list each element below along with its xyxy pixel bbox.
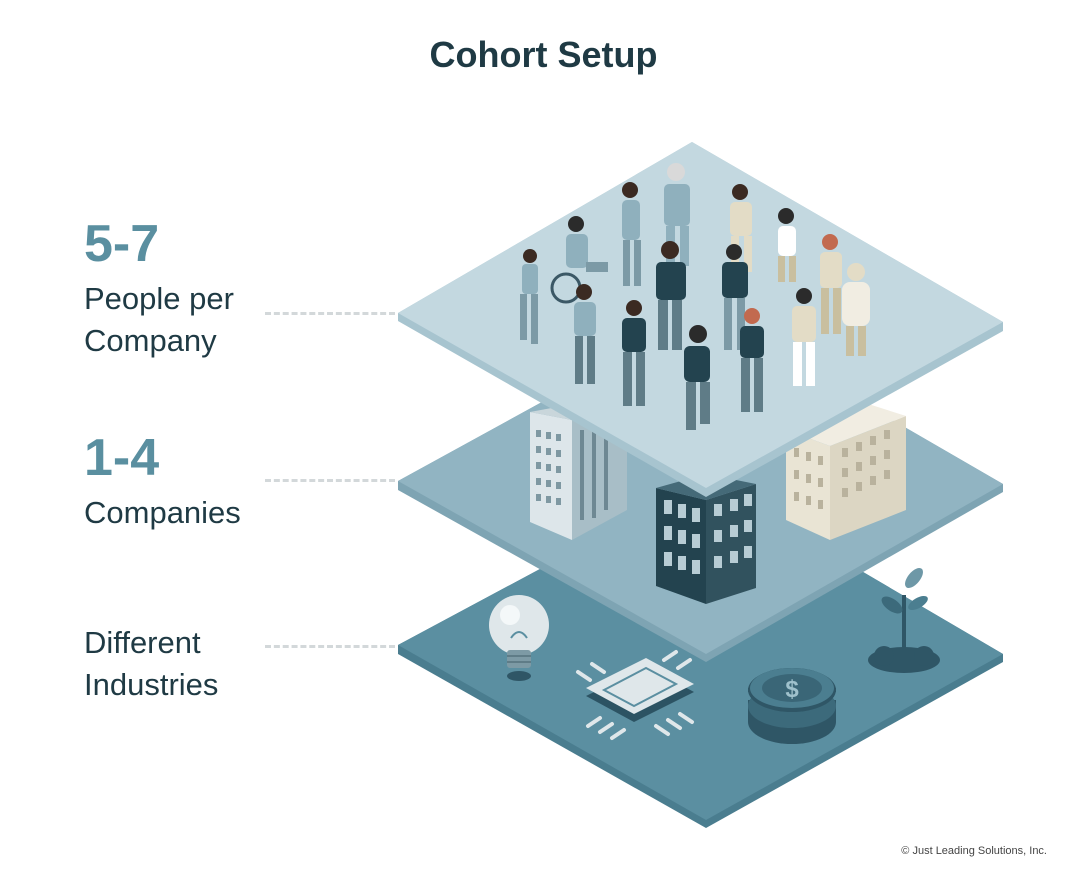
label-industries: Different Industries xyxy=(84,622,218,706)
connector-dash-middle xyxy=(265,479,395,482)
label-people-per-company: 5-7 People per Company xyxy=(84,218,234,362)
dollar-coin-stack-icon: $ xyxy=(748,668,836,744)
people-count-number: 5-7 xyxy=(84,215,160,273)
companies-count-number: 1-4 xyxy=(84,429,160,487)
page-title: Cohort Setup xyxy=(429,34,658,75)
industries-label-line2: Industries xyxy=(84,667,219,702)
lightbulb-icon xyxy=(489,595,549,681)
connector-dash-bottom xyxy=(265,645,395,648)
copyright-notice: © Just Leading Solutions, Inc. xyxy=(901,845,1047,857)
svg-text:$: $ xyxy=(785,676,799,703)
label-companies: 1-4 Companies xyxy=(84,432,241,534)
plant-sprout-icon xyxy=(868,568,940,673)
people-label-line1: People per xyxy=(84,281,234,316)
industries-label-line1: Different xyxy=(84,625,201,660)
connector-dash-top xyxy=(265,312,395,315)
people-label-line2: Company xyxy=(84,323,217,358)
microchip-icon xyxy=(576,650,694,740)
beige-apartment-building-icon xyxy=(786,402,906,540)
people-layer xyxy=(398,142,1003,497)
group-of-people-illustration xyxy=(520,163,870,430)
companies-label: Companies xyxy=(84,495,241,530)
